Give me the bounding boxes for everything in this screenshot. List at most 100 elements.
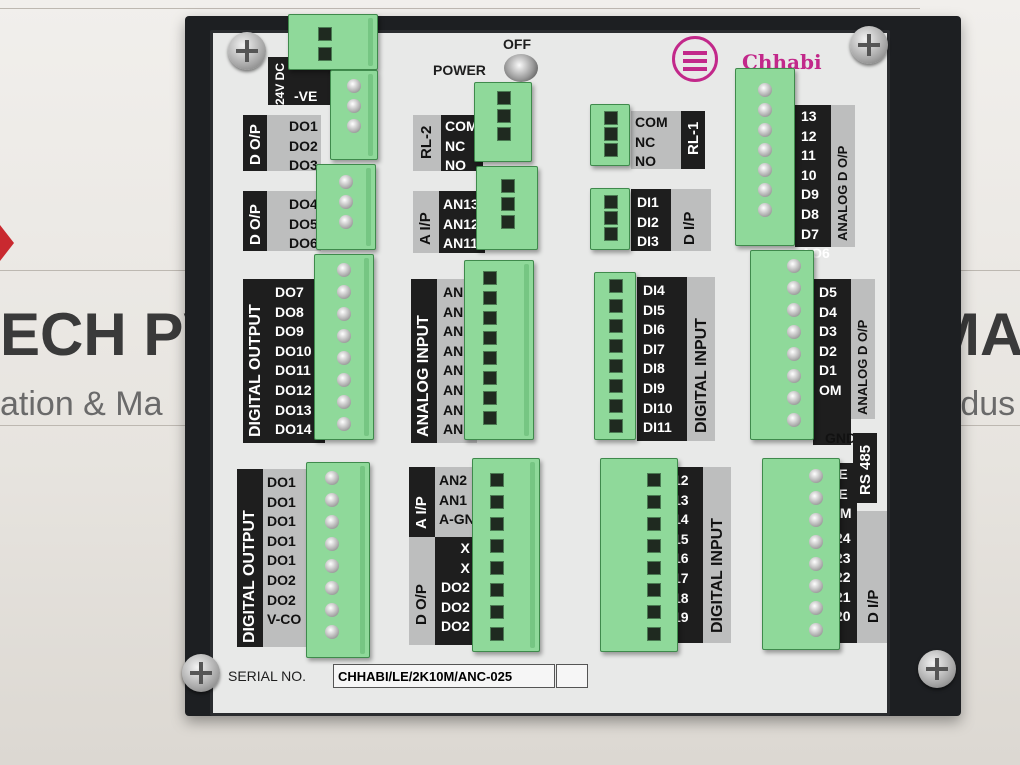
pin-label: OM bbox=[819, 381, 842, 398]
background-banner-sub-left: ation & Ma bbox=[0, 385, 163, 423]
pin-label: DO4 bbox=[289, 196, 318, 212]
pin-label: DO11 bbox=[275, 362, 311, 379]
pin-label: DI10 bbox=[643, 399, 673, 416]
do-a-title-block bbox=[243, 115, 267, 171]
terminal-block-ai-b-do-c[interactable] bbox=[472, 458, 540, 652]
dout-b-pin-list: DO1 DO1 DO1 DO1 DO1 DO2 DO2 V-CO bbox=[267, 473, 301, 630]
pin-label: DO12 bbox=[275, 381, 312, 398]
pin-label: DO2 bbox=[289, 137, 318, 154]
ai-b-pins-bg bbox=[435, 467, 475, 537]
pin-label: AN bbox=[443, 303, 464, 320]
pin-label: DO1 bbox=[267, 493, 296, 510]
pin-label: AN2 bbox=[439, 472, 468, 488]
do-b-pin-list: DO4 DO5 DO6 bbox=[289, 195, 318, 254]
terminal-block-power[interactable] bbox=[288, 14, 378, 70]
panel-screw-icon bbox=[228, 32, 266, 70]
pin-label: DO1 bbox=[267, 513, 296, 530]
pin-label: AN12 bbox=[443, 215, 479, 232]
pin-label: AN bbox=[443, 381, 464, 398]
pin-label: DI9 bbox=[643, 379, 665, 396]
pin-label: DO2 bbox=[441, 598, 470, 615]
terminal-block-din-a[interactable] bbox=[594, 272, 636, 440]
pin-label: V-CO bbox=[267, 611, 302, 628]
terminal-block-di-a[interactable] bbox=[590, 188, 630, 250]
ai-a-pin-list: AN13 AN12 AN11 bbox=[443, 195, 479, 254]
ado-b-title: ANALOG D O/P bbox=[855, 319, 870, 415]
dout-a-title: DIGITAL OUTPUT bbox=[247, 304, 264, 437]
terminal-block-dout-a[interactable] bbox=[314, 254, 374, 440]
terminal-block-ado-b[interactable] bbox=[750, 250, 814, 440]
pin-label: DO2 bbox=[267, 571, 296, 588]
pin-label: DI2 bbox=[637, 213, 659, 230]
pin-label: DO2 bbox=[441, 618, 470, 635]
ado-b-title-block bbox=[851, 279, 875, 419]
serial-number-value: CHHABI/LE/2K10M/ANC-025 bbox=[333, 664, 555, 688]
pin-label: DI11 bbox=[643, 419, 672, 436]
panel-screw-icon bbox=[850, 26, 888, 64]
pin-label: NC bbox=[635, 133, 656, 150]
do-c-title: D O/P bbox=[413, 584, 430, 625]
do-c-pins-bg bbox=[435, 537, 475, 645]
pin-label: D2 bbox=[819, 342, 837, 359]
di-b-title-block bbox=[857, 511, 887, 643]
din-a-title: DIGITAL INPUT bbox=[693, 318, 710, 433]
ai-a-title: A I/P bbox=[417, 212, 434, 245]
terminal-block-rs485-di-b[interactable] bbox=[762, 458, 840, 650]
ain-title: ANALOG INPUT bbox=[415, 315, 432, 437]
terminal-block-dout-b[interactable] bbox=[306, 462, 370, 658]
do-a-pin-list: DO1 DO2 DO3 bbox=[289, 117, 318, 176]
terminal-block-rl1[interactable] bbox=[590, 104, 630, 166]
pin-label: DO9 bbox=[275, 323, 304, 340]
red-chevron-icon bbox=[0, 225, 14, 261]
ai-b-pin-list: AN2 AN1 A-GN bbox=[439, 471, 475, 530]
pin-label: AN13 bbox=[443, 196, 479, 212]
switch-power-label: POWER bbox=[433, 62, 486, 78]
brand-logo-icon bbox=[672, 36, 718, 82]
pin-label: DO5 bbox=[289, 215, 318, 232]
panel-screw-icon bbox=[918, 650, 956, 688]
terminal-block-din-b[interactable] bbox=[600, 458, 678, 652]
terminal-block-ain[interactable] bbox=[464, 260, 534, 440]
ai-b-title-block bbox=[409, 467, 435, 537]
pin-label: DO6 bbox=[289, 235, 318, 252]
pin-label: DI8 bbox=[643, 360, 665, 377]
pin-label: D5 bbox=[819, 284, 837, 300]
dout-b-title-block bbox=[237, 469, 263, 647]
terminal-block-do-1-3[interactable] bbox=[330, 70, 378, 160]
rl1-title-block bbox=[681, 111, 705, 169]
di-a-title-block bbox=[671, 189, 711, 251]
pin-label: 10 bbox=[801, 166, 817, 183]
pin-label: NO bbox=[445, 157, 466, 174]
pin-label: DI4 bbox=[643, 282, 665, 298]
pin-label: DO10 bbox=[275, 342, 312, 359]
rl2-pin-list: COM NC NO bbox=[445, 117, 478, 176]
ain-pin-list: AN AN AN AN AN AN AN AN bbox=[443, 283, 463, 440]
terminal-block-rl2[interactable] bbox=[474, 82, 532, 162]
din-b-title: DIGITAL INPUT bbox=[709, 518, 726, 633]
ai-b-title: A I/P bbox=[413, 496, 430, 529]
terminal-block-ai-a[interactable] bbox=[476, 166, 538, 250]
pin-label: X bbox=[460, 540, 470, 556]
terminal-block-do-4-6[interactable] bbox=[316, 164, 376, 250]
power-toggle-switch[interactable] bbox=[504, 54, 538, 82]
rs485-title: RS 485 bbox=[857, 444, 874, 495]
ain-title-block bbox=[411, 279, 437, 443]
pin-label: DO1 bbox=[267, 552, 296, 569]
pin-label: DO1 bbox=[267, 474, 296, 490]
pin-label: 12 bbox=[801, 127, 817, 144]
pin-label: X bbox=[460, 559, 470, 576]
background-line bbox=[0, 8, 920, 9]
ado-a-pin-list: 13 12 11 10 D9 D8 D7 AO6 bbox=[801, 107, 830, 264]
do-b-title: D O/P bbox=[247, 204, 264, 245]
pin-label: D4 bbox=[819, 303, 837, 320]
pin-label: 11 bbox=[801, 147, 816, 164]
pin-label: COM bbox=[445, 118, 478, 134]
pin-label: DI5 bbox=[643, 301, 665, 318]
pin-label: AN bbox=[443, 323, 464, 340]
ado-b-pin-list: D5 D4 D3 D2 D1 OM bbox=[819, 283, 842, 401]
terminal-block-ado-a[interactable] bbox=[735, 68, 795, 246]
pin-label: D7 bbox=[801, 225, 819, 242]
pin-label: AN11 bbox=[443, 235, 479, 252]
power-24v-label: 24V DC bbox=[273, 62, 287, 105]
pin-label: NC bbox=[445, 137, 466, 154]
